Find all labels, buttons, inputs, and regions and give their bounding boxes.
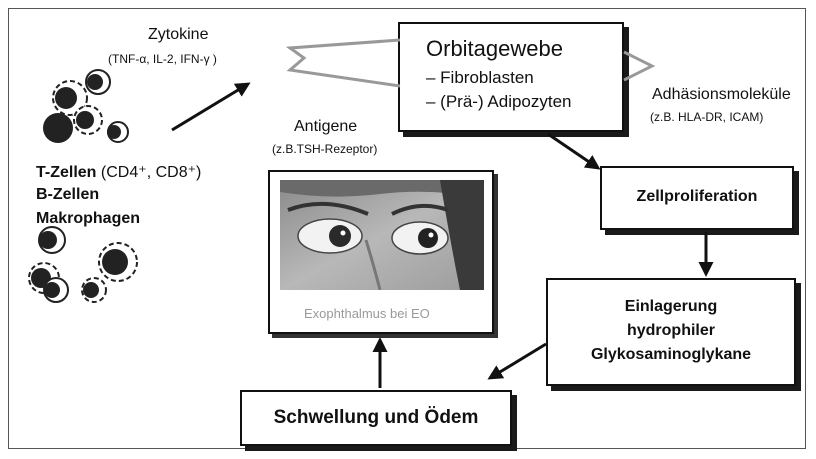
cell-cluster-top [43,70,128,143]
cytokine-chevron [290,40,400,86]
arrow-cells-to-cytokines [172,84,248,130]
adhesion-chevron [624,52,652,80]
arrow-tissue-to-proliferation [548,134,598,168]
arrow-deposition-to-swelling [490,344,546,378]
cell-cluster-bottom [29,227,137,302]
